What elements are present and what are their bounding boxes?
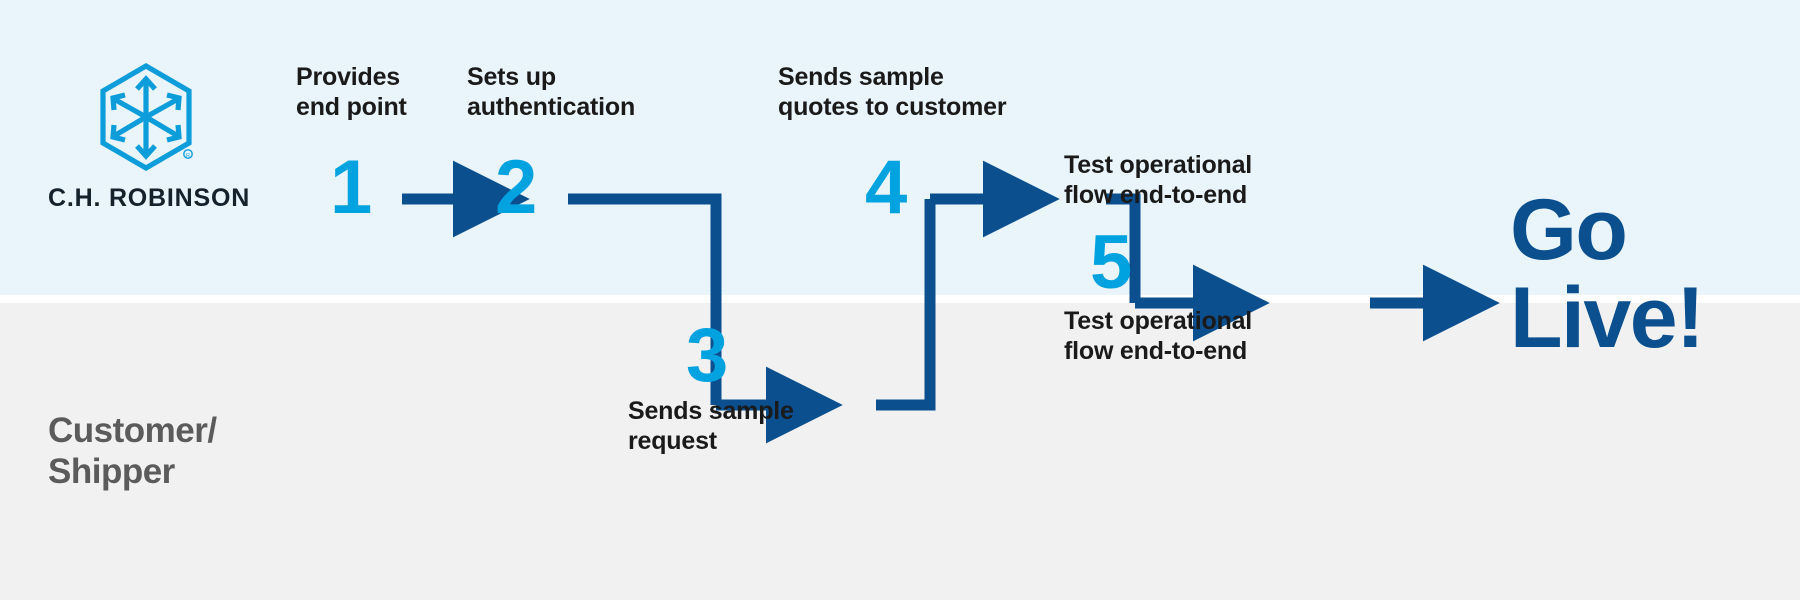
step-3-number[interactable]: 3	[686, 313, 728, 398]
step-3-caption: Sends sample request	[628, 397, 794, 455]
step-1-number[interactable]: 1	[330, 145, 372, 230]
step-4-number[interactable]: 4	[865, 145, 907, 230]
lane-label-customer-shipper: Customer/ Shipper	[48, 411, 217, 491]
go-live-label: Go Live!	[1510, 182, 1705, 366]
step-5-caption-top: Test operational flow end-to-end	[1064, 151, 1253, 209]
step-2-number[interactable]: 2	[495, 145, 537, 230]
step-4-caption: Sends sample quotes to customer	[778, 63, 1007, 121]
step-5-number[interactable]: 5	[1090, 220, 1132, 305]
step-1-caption: Provides end point	[296, 63, 407, 121]
hexagon-cube-arrows-icon: R	[100, 62, 193, 172]
step-2-caption: Sets up authentication	[467, 63, 636, 121]
svg-text:R: R	[186, 153, 190, 159]
brand-logo-block: R C.H. ROBINSON	[48, 62, 251, 213]
brand-wordmark: C.H. ROBINSON	[48, 184, 251, 212]
step-5-caption-bottom: Test operational flow end-to-end	[1064, 307, 1253, 365]
